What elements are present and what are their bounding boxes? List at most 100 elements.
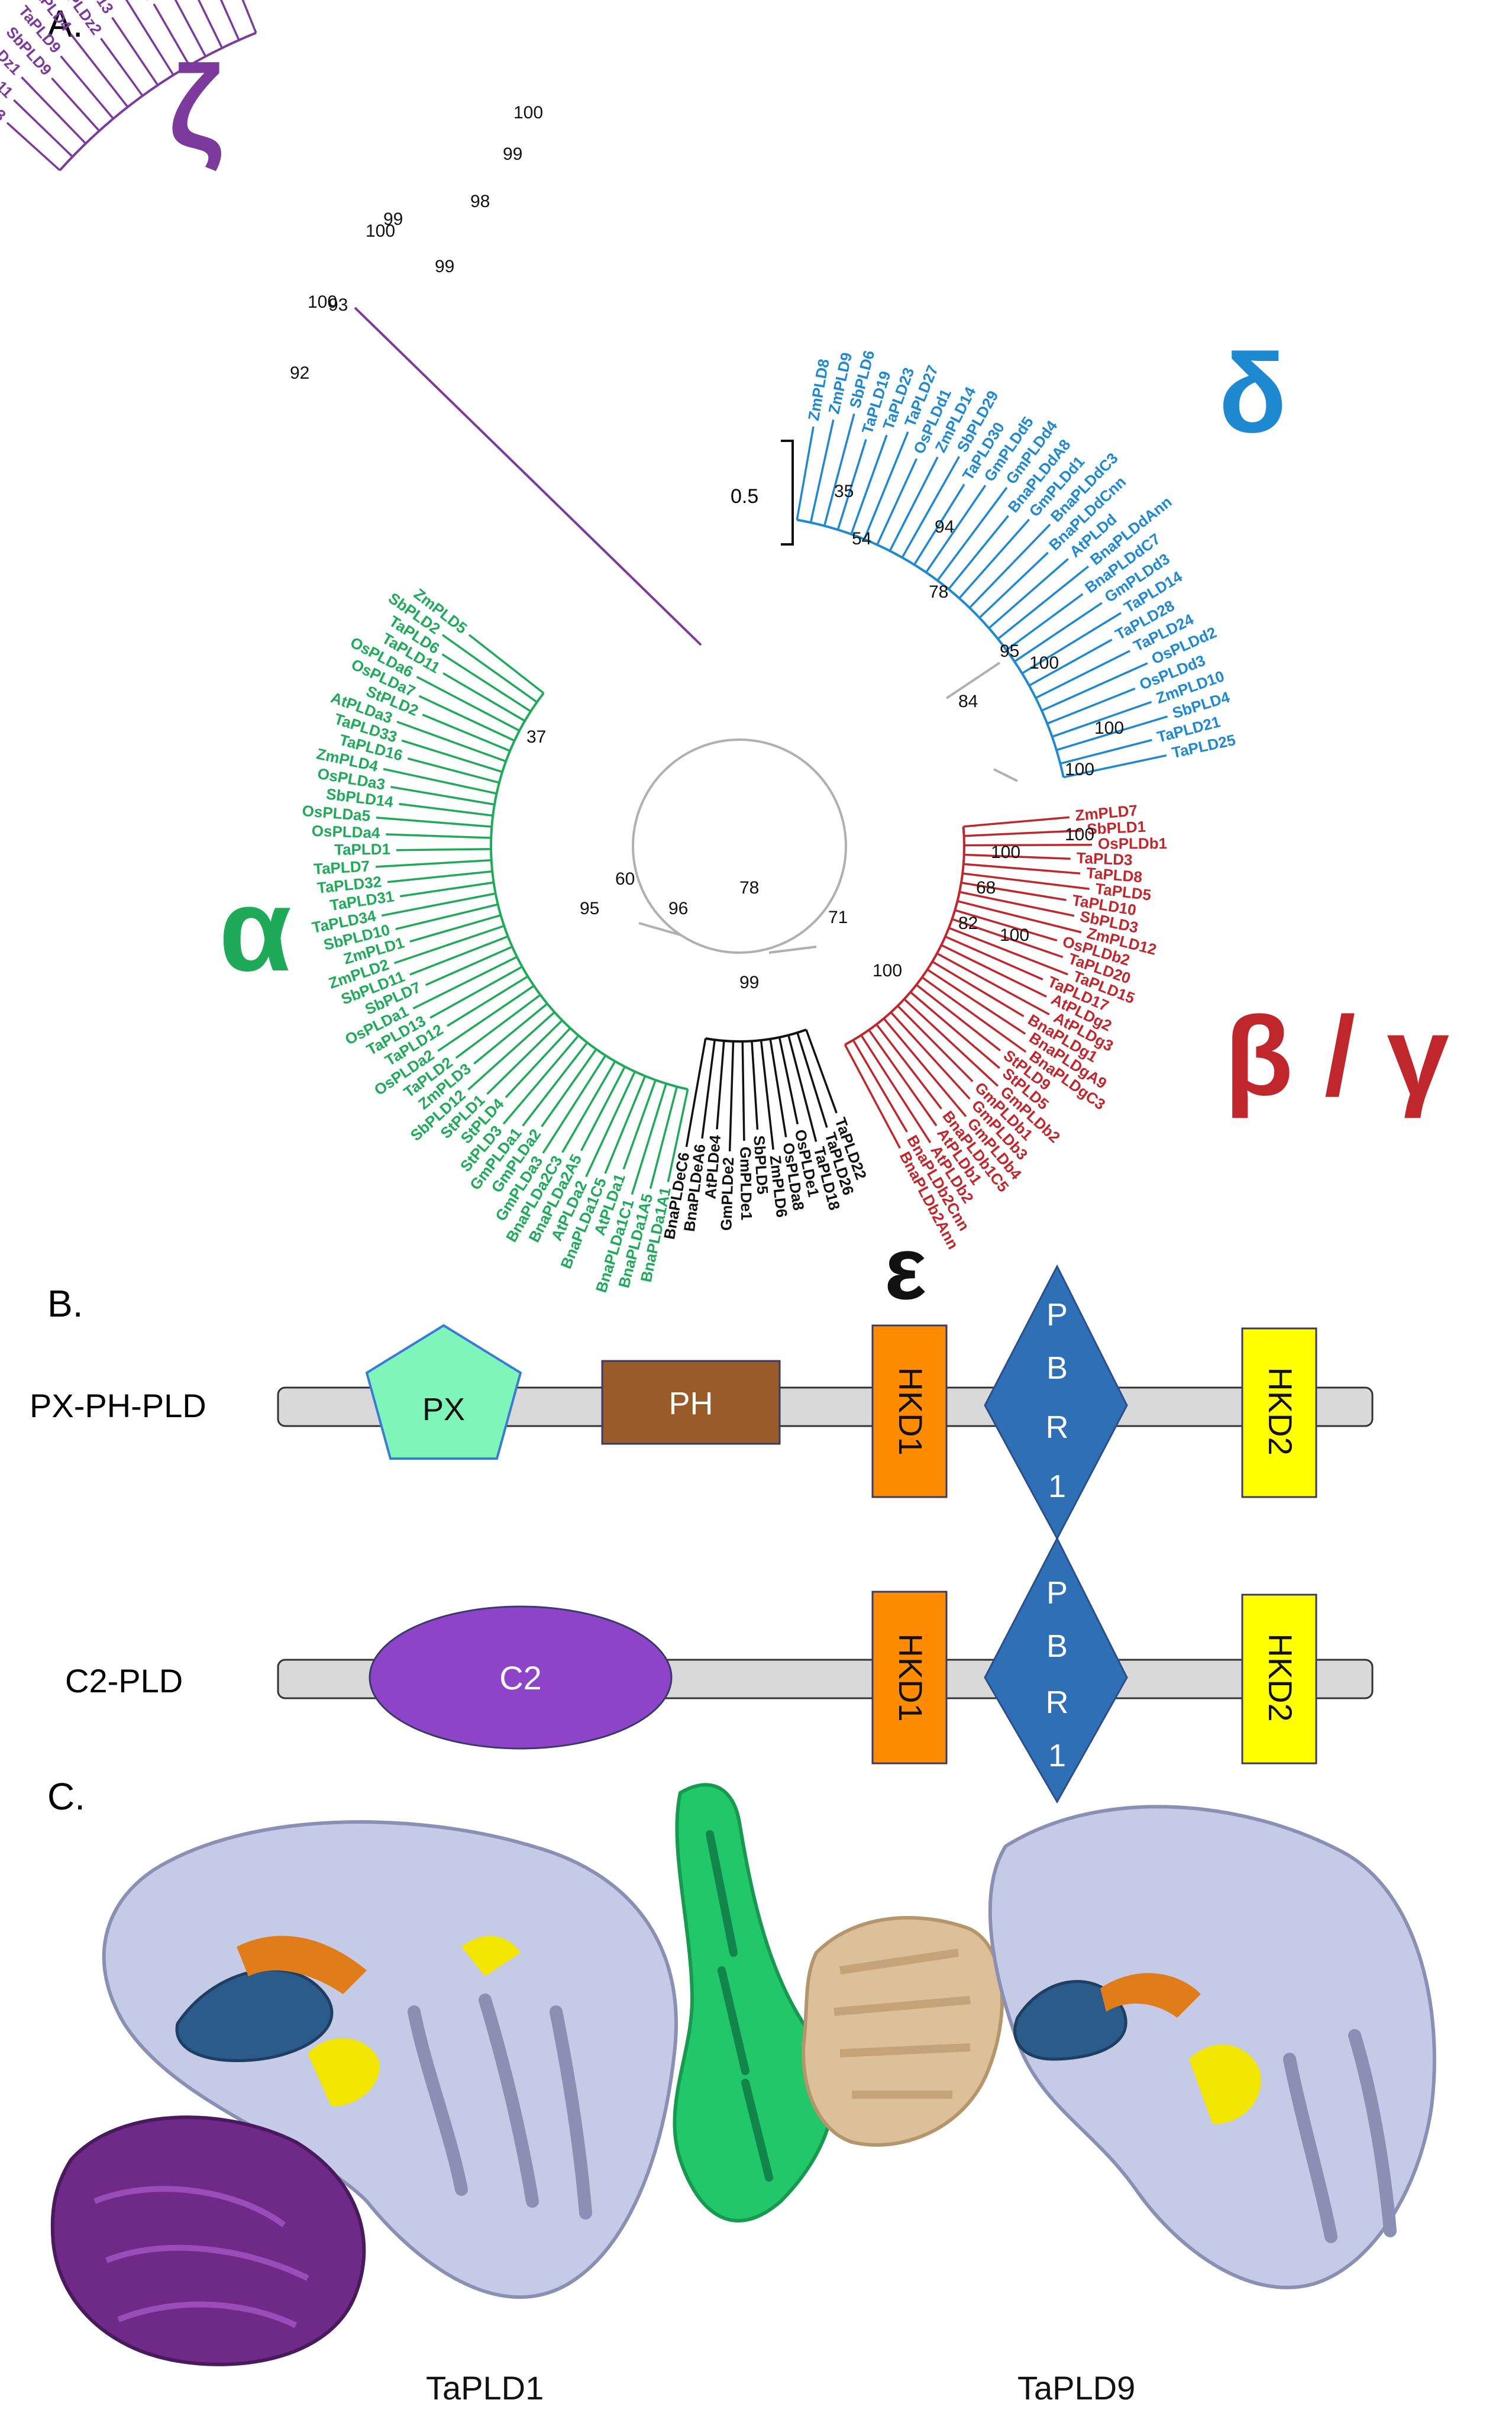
tapld1-c2-strands (93, 2186, 309, 2328)
leaf-label: OsPLDb1 (1098, 834, 1167, 852)
tree-branch (390, 786, 495, 806)
tree-branch (860, 1034, 932, 1144)
tree-branch (685, 1038, 707, 1147)
tree-branch (796, 426, 815, 520)
clade-arc (59, 31, 257, 172)
bootstrap-value: 71 (828, 908, 848, 927)
tree-branch (958, 518, 1030, 599)
bootstrap-value: 95 (580, 899, 599, 918)
pbr1-letter-b: B (1046, 1350, 1068, 1386)
row-label-px-ph-pld: PX-PH-PLD (30, 1387, 206, 1424)
leaf-label: SbPLD5 (750, 1135, 771, 1195)
tree-branch (962, 872, 1090, 891)
tree-branch (407, 757, 500, 784)
tree-branch (959, 891, 1075, 917)
tree-branch (836, 438, 867, 530)
tree-branch (1028, 638, 1113, 687)
protein-structures: TaPLD1 TaPLD9 (50, 1783, 1436, 2407)
bootstrap-value: 100 (991, 843, 1020, 862)
tree-branch (649, 1086, 678, 1189)
tree-branch (701, 1040, 716, 1139)
tree-branch (916, 983, 1001, 1051)
panel-a-label: A. (47, 2, 83, 45)
ph-domain (601, 1360, 781, 1445)
tree-branch (850, 434, 888, 535)
clade-branch-group (796, 413, 1168, 779)
bootstrap-value: 99 (739, 973, 759, 992)
tree-branch (381, 892, 496, 917)
zeta-long-branch (354, 307, 702, 646)
tree-branch (502, 1034, 580, 1125)
bootstrap-labels: 1009293991009998991003554947895100841001… (290, 103, 1124, 992)
tapld1-c2-domain (50, 2115, 366, 2366)
tree-branch (876, 458, 917, 546)
tree-branch (1035, 650, 1130, 699)
leaf-label: TaPLD1 (334, 840, 390, 859)
leaf-label: TaPLD3 (1076, 849, 1133, 869)
clade-branch-group (685, 1028, 838, 1151)
bootstrap-value: 82 (958, 914, 978, 933)
tapld1-pbr-helix (175, 1968, 334, 2062)
bootstrap-value: 100 (513, 103, 543, 122)
tapld9-ph-strands (833, 1949, 971, 2099)
tree-branch (913, 483, 965, 566)
tree-branch (963, 816, 1070, 828)
domain-row-c2-pld: C2-PLD C2 HKD1 P B R 1 HKD2 (65, 1536, 1374, 1804)
tree-branch (945, 936, 1043, 980)
leaf-label: TaPLD7 (313, 857, 370, 878)
tree-branch (60, 55, 114, 120)
tree-branch (604, 1075, 647, 1174)
clade-branch-group (844, 816, 1093, 1149)
leaf-label: GmPLDe2 (717, 1157, 737, 1231)
hkd2-domain (1241, 1594, 1317, 1765)
tree-branch (948, 515, 1009, 590)
tree-branch (741, 1041, 745, 1141)
tree-branch (963, 863, 1081, 875)
bootstrap-value: 100 (366, 221, 395, 241)
tapld1-hkd2-strand-2 (461, 1936, 521, 1976)
tree-branch (1056, 715, 1168, 751)
tree-branch (174, 0, 207, 57)
tree-branch (948, 927, 1068, 976)
hkd1-domain-label: HKD1 (892, 1633, 929, 1721)
tree-branch (901, 456, 960, 559)
bootstrap-value: 94 (935, 517, 954, 537)
tree-branch (932, 960, 1025, 1018)
bootstrap-value: 96 (668, 899, 688, 918)
tree-branch (396, 848, 492, 851)
tree-branch (396, 721, 506, 763)
hkd2-domain (1241, 1327, 1317, 1498)
clade-branches (6, 0, 1168, 1195)
tree-branch (422, 714, 511, 752)
bootstrap-value: 99 (435, 257, 454, 276)
tree-branch (997, 565, 1089, 640)
pbr1-letter-r: R (1046, 1685, 1069, 1720)
leaf-label: AtPLDz1 (112, 0, 159, 2)
tree-branch (957, 900, 1082, 934)
tree-branch (386, 833, 492, 839)
beta-stem (993, 768, 1018, 782)
pbr1-letter-1: 1 (1048, 1738, 1066, 1773)
tapld1-hkd1-strand (237, 1936, 367, 1994)
tree-branch (961, 882, 1067, 901)
tapld9-pbr-helix (1013, 1980, 1127, 2061)
tree-branch (418, 695, 515, 742)
tree-branch (486, 1020, 563, 1095)
tree-branch (868, 1029, 938, 1127)
tree-branch (728, 1041, 735, 1151)
tree-branch (622, 1079, 657, 1170)
c2-domain (369, 1605, 673, 1750)
bootstrap-value: 68 (976, 878, 996, 898)
tree-branch (505, 1027, 571, 1098)
clade-arc (705, 1028, 807, 1043)
tree-branch (844, 1044, 901, 1149)
tree-branch (863, 431, 909, 540)
tree-branch (399, 802, 493, 817)
tree-branch (787, 1034, 818, 1142)
bootstrap-value: 100 (873, 961, 902, 980)
bootstrap-value: 60 (615, 869, 635, 889)
tree-branch (1063, 754, 1167, 779)
tree-branch (522, 1041, 589, 1127)
tree-branch (760, 1040, 774, 1150)
